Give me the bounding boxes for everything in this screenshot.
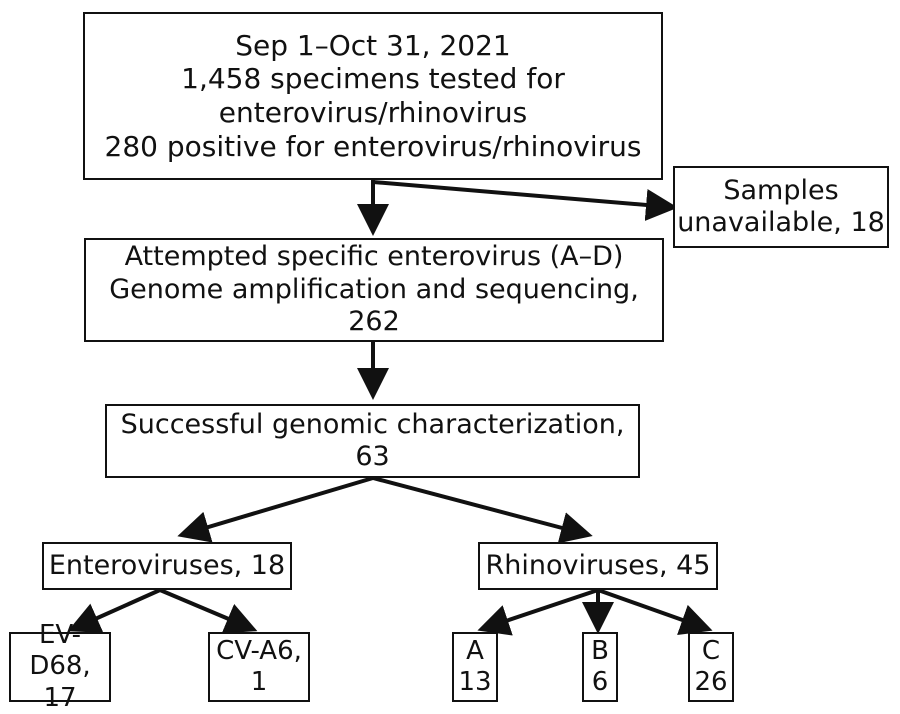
arrow-enteroviruses-to-evd68: [67, 588, 161, 633]
box-rhinovirus-b-name: B: [591, 635, 609, 666]
box-attempted-line2: Genome amplification and sequencing, 262: [109, 273, 639, 338]
box-ev-d68: EV-D68, 17: [9, 620, 111, 713]
box-attempted-sequencing: Attempted specific enterovirus (A–D) Gen…: [84, 238, 664, 342]
box-rhinovirus-a: A 13: [452, 632, 498, 702]
box-rhinovirus-c: C 26: [688, 632, 734, 702]
box-specimens-tested-target: enterovirus/rhinovirus: [218, 96, 528, 129]
box-successful-line1: Successful genomic characterization, 63: [120, 408, 625, 472]
box-rhinovirus-b: B 6: [582, 632, 618, 702]
box-rhinovirus-b-count: 6: [591, 667, 609, 697]
box-samples-unavailable: Samples unavailable, 18: [673, 166, 889, 248]
box-specimens-tested: Sep 1–Oct 31, 2021 1,458 specimens teste…: [83, 12, 663, 180]
arrow-successful-to-enteroviruses: [177, 476, 374, 543]
box-cv-a6-count: 1: [250, 667, 268, 697]
box-rhinoviruses: Rhinoviruses, 45: [478, 542, 718, 590]
box-specimens-positive: 280 positive for enterovirus/rhinovirus: [104, 129, 642, 163]
arrow-rhinoviruses-to-c: [597, 588, 713, 636]
box-cv-a6-name: CV-A6,: [216, 635, 302, 666]
box-specimens-date: Sep 1–Oct 31, 2021: [235, 28, 511, 62]
box-ev-d68-name: EV-D68,: [29, 620, 91, 682]
arrow-rhinoviruses-to-a: [477, 588, 599, 636]
box-enteroviruses-label: Enteroviruses, 18: [48, 549, 286, 581]
box-unavailable-line1: Samples: [723, 174, 839, 206]
box-cv-a6: CV-A6, 1: [208, 632, 310, 702]
box-rhinoviruses-label: Rhinoviruses, 45: [485, 549, 711, 581]
arrow-successful-to-rhinoviruses: [372, 476, 593, 544]
box-rhinovirus-c-count: 26: [694, 667, 728, 697]
box-successful-characterization: Successful genomic characterization, 63: [105, 404, 640, 478]
arrow-enteroviruses-to-cva6: [159, 588, 258, 634]
box-rhinovirus-a-name: A: [466, 635, 484, 666]
box-rhinovirus-c-name: C: [701, 635, 721, 666]
box-specimens-tested-count: 1,458 specimens tested for: [181, 62, 565, 96]
box-attempted-line1: Attempted specific enterovirus (A–D): [124, 241, 624, 273]
box-enteroviruses: Enteroviruses, 18: [42, 542, 292, 590]
box-rhinovirus-a-count: 13: [458, 667, 492, 697]
box-ev-d68-count: 17: [43, 682, 77, 713]
box-unavailable-line2: unavailable, 18: [677, 207, 885, 238]
arrow-top-to-unavailable: [372, 180, 678, 221]
